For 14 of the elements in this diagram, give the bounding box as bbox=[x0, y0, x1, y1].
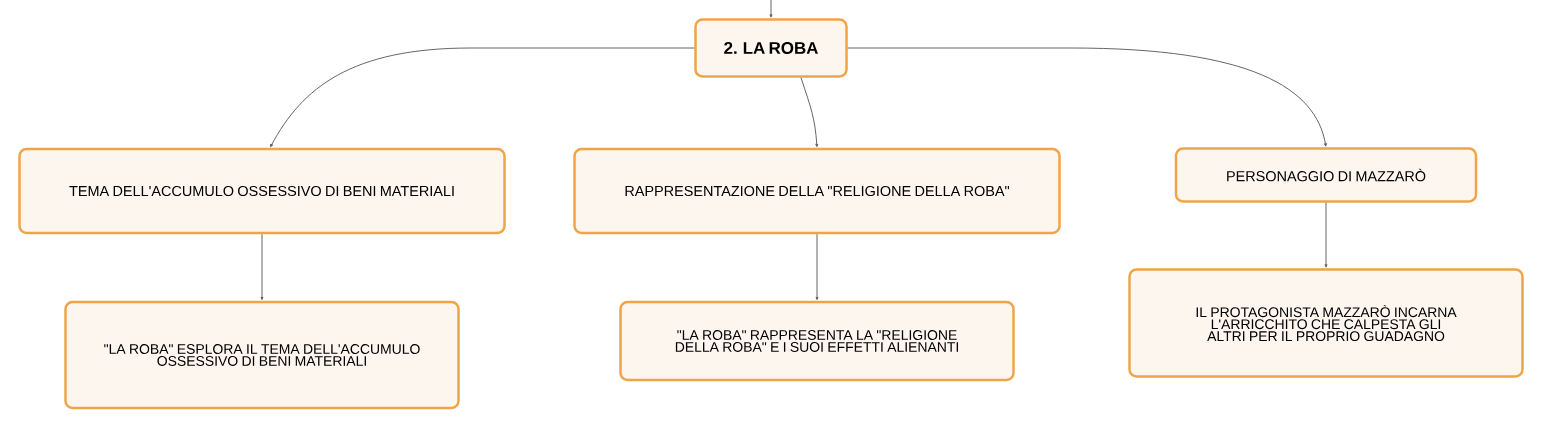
arrow bbox=[270, 47, 695, 148]
concept-box: IL PROTAGONISTA MAZZARÒ INCARNA L'ARRICCHITO CHE CALPESTA GLI ALTRI PER IL PROPRIO GUADAGNO bbox=[1128, 268, 1524, 378]
concept-box: PERSONAGGIO DI MAZZARÒ bbox=[1174, 147, 1478, 203]
concept-box: TEMA DELL'ACCUMULO OSSESSIVO DI BENI MATERIALI bbox=[18, 147, 506, 235]
concept-box: RAPPRESENTAZIONE DELLA "RELIGIONE DELLA ROBA" bbox=[573, 147, 1061, 235]
concept-box: 2. LA ROBA bbox=[694, 18, 848, 78]
arrow bbox=[260, 233, 264, 301]
arrow bbox=[800, 77, 819, 148]
arrow bbox=[847, 47, 1327, 147]
arrow bbox=[1324, 202, 1328, 268]
arrow bbox=[815, 233, 819, 301]
concept-box: "LA ROBA" RAPPRESENTA LA "RELIGIONE DELLA ROBA" E I SUOI EFFETTI ALIENANTI bbox=[619, 300, 1015, 382]
arrow bbox=[769, 0, 773, 18]
concept-box: "LA ROBA" ESPLORA IL TEMA DELL'ACCUMULO OSSESSIVO DI BENI MATERIALI bbox=[64, 300, 460, 410]
